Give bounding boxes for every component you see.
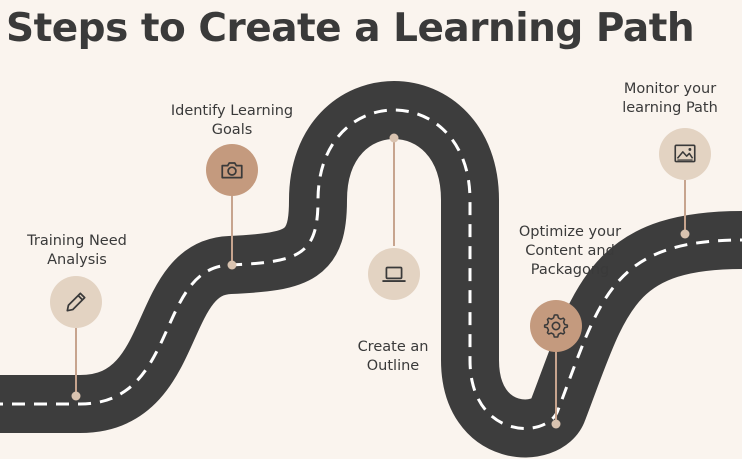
step-3-label: Create an Outline [357,339,429,374]
stem-dot-2 [227,260,237,270]
step-1-circle [50,276,102,328]
laptop-icon [382,266,406,283]
step-2-label: Identify Learning Goals [170,103,294,138]
stem-dot-3 [389,133,399,143]
road-centerline [0,108,742,430]
step-3-circle [368,248,420,300]
step-5-label: Monitor your learning Path [622,81,718,116]
stem-dot-5 [680,229,690,239]
stem-dot-1 [71,391,81,401]
step-5-circle [659,128,711,180]
camera-icon [221,162,243,179]
gear-icon [543,314,569,338]
step-4-circle [530,300,582,352]
step-1-label: Training Need Analysis [27,233,127,268]
step-2-circle [206,144,258,196]
image-icon [674,144,696,163]
stem-dot-4 [551,419,561,429]
step-4-label: Optimize your Content and Packagong [518,224,622,278]
pencil-icon [66,292,86,312]
page-title: Steps to Create a Learning Path [6,6,695,51]
